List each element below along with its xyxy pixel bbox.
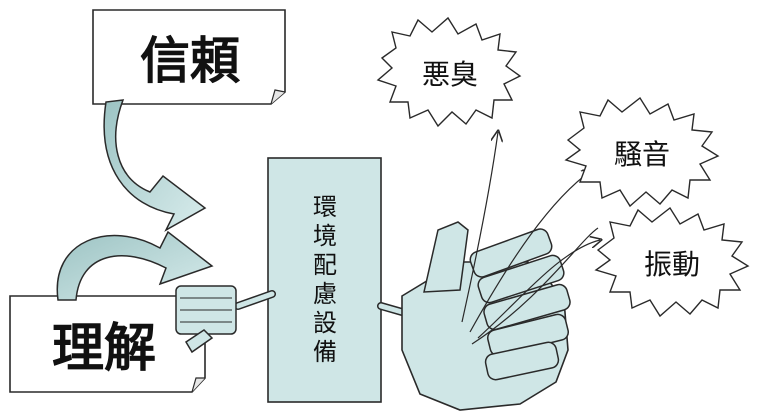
environment-char: 配 bbox=[313, 251, 337, 279]
understanding-curved-arrow bbox=[56, 230, 214, 301]
environment-char: 慮 bbox=[313, 280, 337, 308]
environment-char: 境 bbox=[313, 222, 337, 250]
environment-label: 環 境 配 慮 設 備 bbox=[313, 193, 337, 366]
arrow-lower bbox=[471, 227, 599, 345]
trust-curved-arrow bbox=[103, 99, 207, 232]
odor-burst: 悪臭 bbox=[376, 16, 522, 128]
trust-label: 信頼 bbox=[140, 32, 241, 90]
large-hand-icon bbox=[401, 221, 571, 411]
vibration-label: 振動 bbox=[644, 248, 700, 281]
environment-char: 設 bbox=[313, 309, 337, 337]
arrow-to-vibration bbox=[477, 240, 600, 339]
noise-burst: 騒音 bbox=[564, 96, 720, 208]
impact-arrows bbox=[461, 132, 600, 345]
environment-char: 備 bbox=[313, 338, 337, 366]
environment-facility-box: 環 境 配 慮 設 備 bbox=[267, 157, 382, 403]
odor-label: 悪臭 bbox=[422, 58, 478, 91]
understanding-note: 理解 bbox=[9, 295, 206, 393]
arrow-to-noise bbox=[469, 170, 592, 333]
trust-note: 信頼 bbox=[92, 9, 286, 105]
environment-char: 環 bbox=[313, 193, 337, 221]
noise-label: 騒音 bbox=[614, 138, 670, 171]
small-hand-icon bbox=[175, 285, 276, 354]
arrow-to-odor bbox=[461, 132, 498, 323]
vibration-burst: 振動 bbox=[594, 206, 750, 318]
connecting-stick bbox=[377, 302, 406, 316]
understanding-label: 理解 bbox=[52, 319, 156, 379]
